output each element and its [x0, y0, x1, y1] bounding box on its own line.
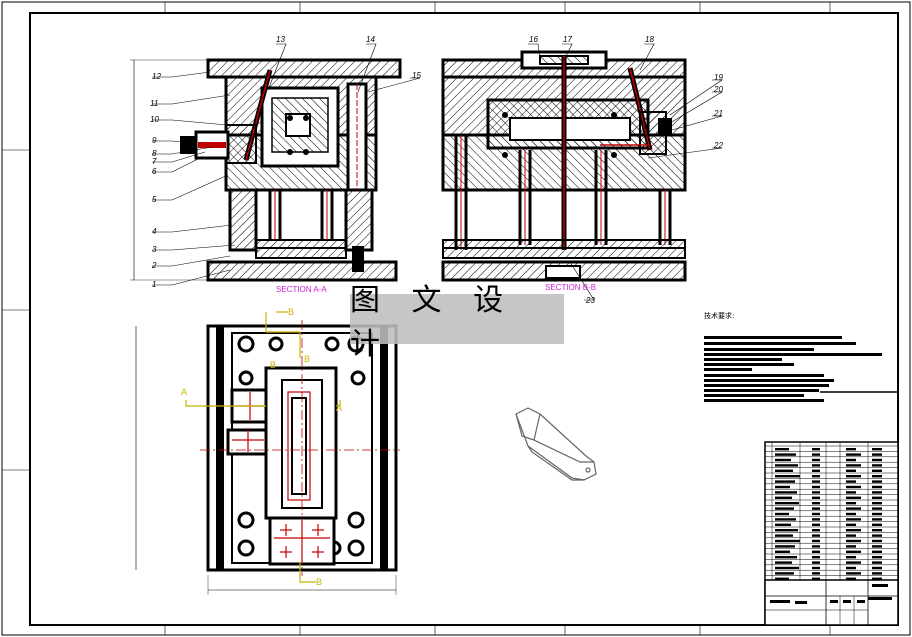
- part-label: 7: [152, 157, 157, 166]
- part-label: 20: [713, 85, 723, 94]
- part-label: 1: [152, 280, 156, 289]
- part-label: 4: [152, 227, 157, 236]
- part-label: 23: [585, 296, 595, 305]
- part-label: 8: [152, 149, 157, 158]
- part-label: 6: [152, 167, 157, 176]
- watermark-banner: 图 文 设 计: [350, 283, 564, 362]
- part-label: 13: [276, 35, 285, 44]
- cut-mark-b-mid: B: [270, 360, 276, 370]
- cut-mark-b-inner: B: [304, 354, 310, 364]
- part-label: 5: [152, 195, 157, 204]
- part-label: 21: [713, 109, 723, 118]
- frame-border: [29, 12, 899, 626]
- section-bb-label: SECTION B-B: [545, 283, 596, 292]
- cut-mark-a-right: A: [336, 403, 342, 413]
- part-label: 17: [563, 35, 572, 44]
- section-aa-view: [130, 43, 421, 286]
- part-label: 19: [714, 73, 723, 82]
- part-label: 10: [150, 115, 159, 124]
- part-label: 16: [529, 35, 538, 44]
- part-label: 11: [150, 99, 158, 108]
- part-labels-right: 16 17 18 19 20 21 22 23: [529, 35, 723, 305]
- part-label: 12: [152, 72, 161, 81]
- technical-requirements-lines: [704, 336, 882, 402]
- part-label: 14: [366, 35, 375, 44]
- plan-view: [135, 311, 400, 595]
- technical-requirements-heading: 技术要求:: [704, 312, 735, 320]
- part-label: 3: [152, 245, 157, 254]
- part-label: 18: [645, 35, 654, 44]
- cut-mark-b-top: B: [288, 307, 294, 317]
- section-bb-view: [441, 43, 724, 301]
- section-aa-label: SECTION A-A: [276, 285, 327, 294]
- part-label: 2: [151, 261, 157, 270]
- part-label: 22: [713, 141, 723, 150]
- title-block: [764, 441, 899, 626]
- watermark-text: 图 文 设 计: [350, 283, 515, 362]
- part-label: 15: [412, 71, 421, 80]
- part-isometric: [515, 407, 597, 481]
- zone-ticks: [2, 2, 831, 635]
- cut-mark-b-bottom: B: [316, 577, 322, 587]
- part-label: 9: [152, 136, 157, 145]
- cut-mark-a-left: A: [181, 387, 187, 397]
